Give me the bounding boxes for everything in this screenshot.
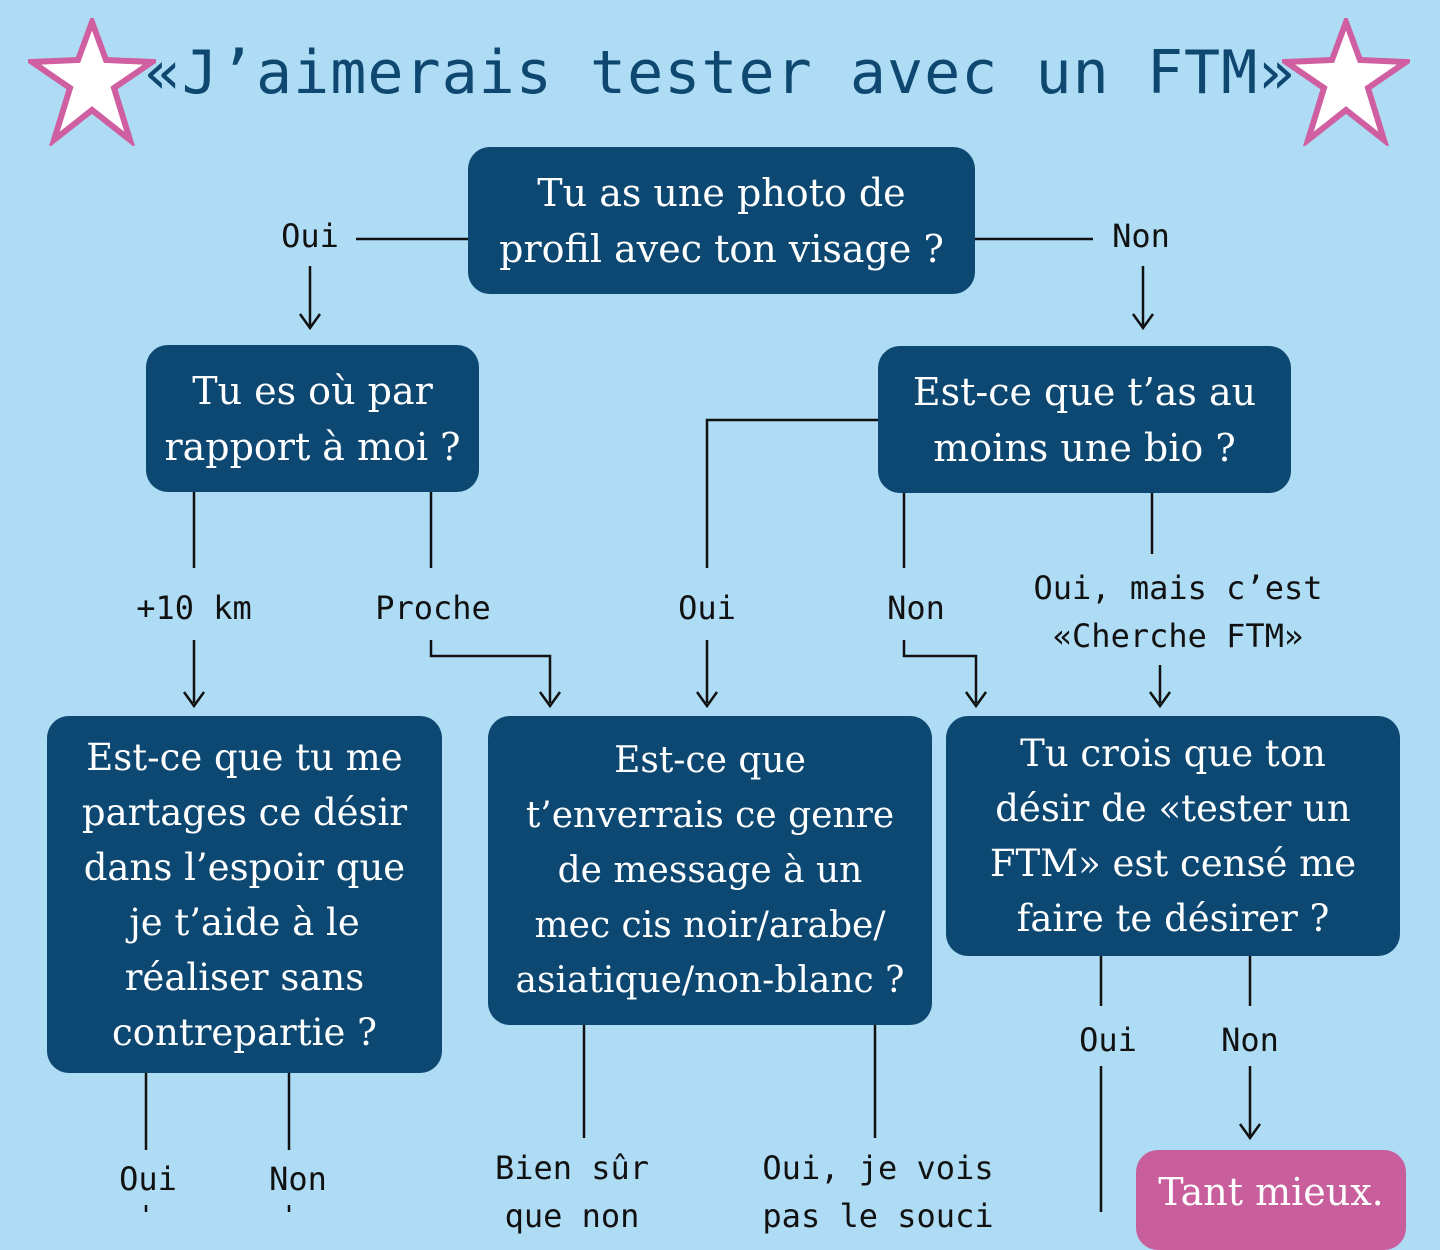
page-title: «J’aimerais tester avec un FTM»	[144, 38, 1296, 108]
label-message-oui: Oui, je vois pas le souci	[762, 1149, 994, 1235]
question-espoir-box: Est-ce que tu me partages ce désir dans …	[47, 716, 442, 1073]
label-photo-oui: Oui	[281, 217, 339, 255]
question-message-box: Est-ce que t’enverrais ce genre de messa…	[488, 716, 932, 1025]
label-message-bien-sur: Bien sûr que non	[494, 1149, 650, 1235]
label-distance-near: Proche	[375, 589, 491, 627]
question-photo-box: Tu as une photo de profil avec ton visag…	[468, 147, 975, 294]
label-desir-oui: Oui	[1079, 1021, 1137, 1059]
star-icon	[28, 18, 156, 146]
label-bio-oui: Oui	[678, 589, 736, 627]
star-icon	[1282, 18, 1410, 146]
label-desir-non: Non	[1221, 1021, 1279, 1059]
label-photo-non: Non	[1112, 217, 1170, 255]
result-tant-mieux-box: Tant mieux.	[1136, 1150, 1406, 1250]
connector-lines	[144, 237, 1262, 1212]
label-bio-non: Non	[887, 589, 945, 627]
question-desir-box: Tu crois que ton désir de «tester un FTM…	[946, 716, 1400, 956]
label-distance-far: +10 km	[136, 589, 252, 627]
label-bio-cherche-ftm: Oui, mais c’est «Cherche FTM»	[1033, 569, 1323, 655]
question-bio-box: Est-ce que t’as au moins une bio ?	[878, 346, 1291, 493]
question-distance-box: Tu es où par rapport à moi ?	[146, 345, 479, 492]
label-espoir-non: Non	[269, 1160, 327, 1198]
label-espoir-oui: Oui	[119, 1160, 177, 1198]
